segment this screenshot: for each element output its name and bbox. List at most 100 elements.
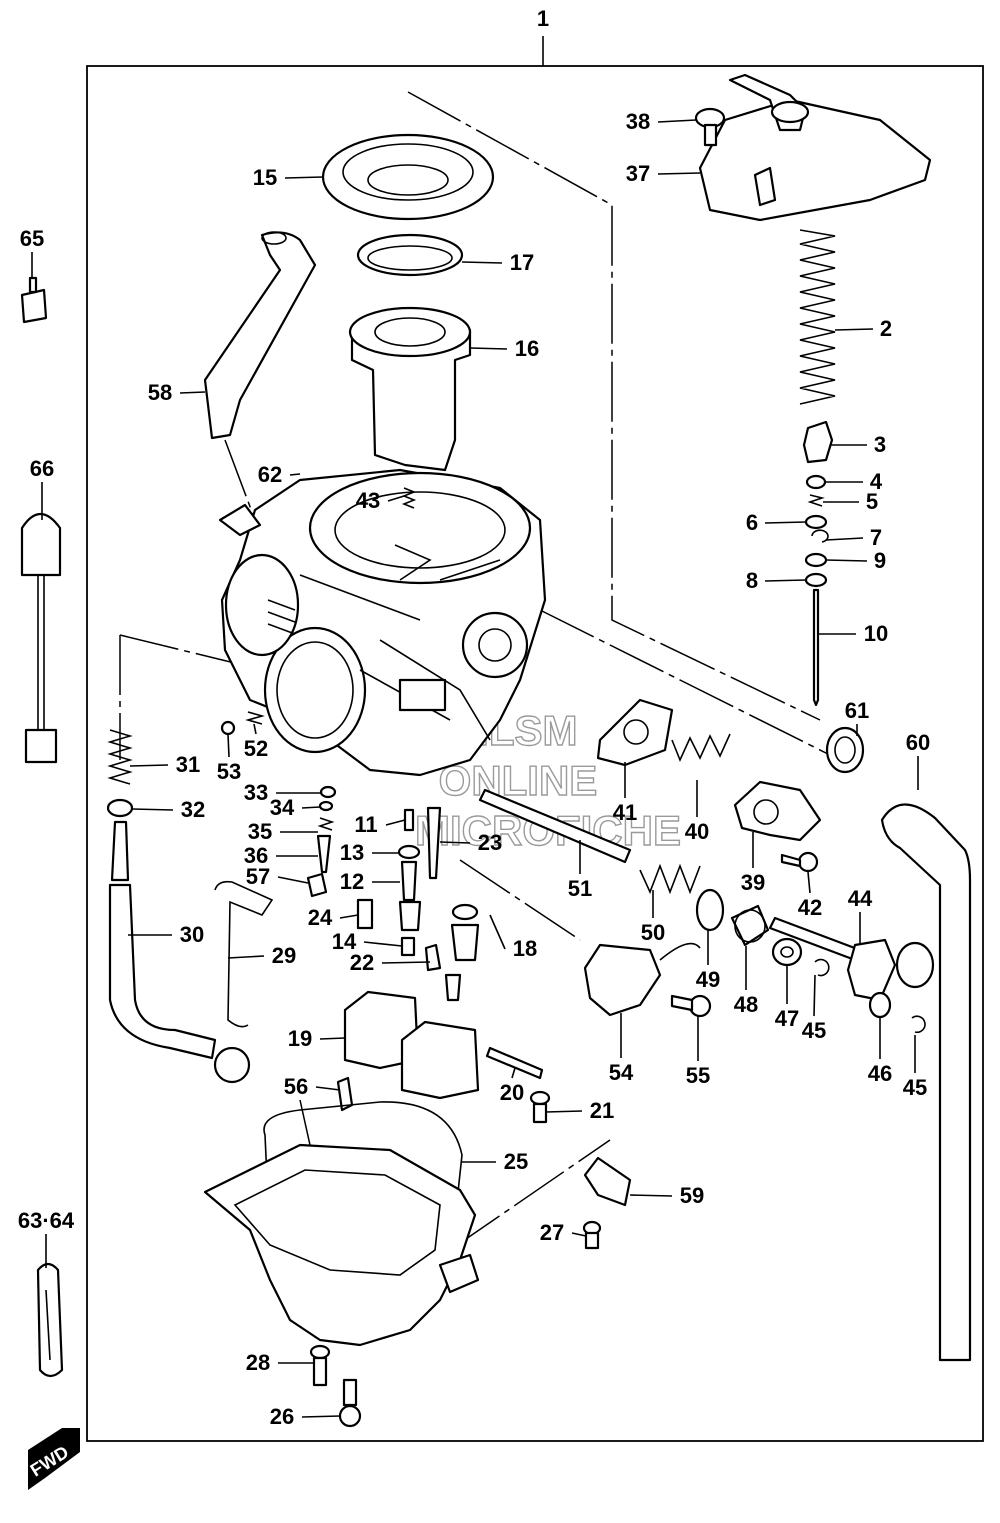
callout-59: 59 <box>680 1183 704 1208</box>
part-18-float-valve <box>444 903 480 1002</box>
callout-1: 1 <box>537 6 549 31</box>
part-60-hose <box>880 803 972 1362</box>
leader-32 <box>131 808 174 811</box>
leader-31 <box>129 764 169 767</box>
callout-29: 29 <box>272 943 296 968</box>
callout-22: 22 <box>350 950 374 975</box>
callout-19: 19 <box>288 1026 312 1051</box>
part-61-clamp <box>825 726 865 774</box>
part-2-spring <box>799 229 836 405</box>
part-66-wire-harness <box>20 512 62 764</box>
callout-20: 20 <box>500 1080 524 1105</box>
part-44-lever <box>768 916 935 1002</box>
callout-45b: 45 <box>903 1075 927 1100</box>
leader-9 <box>825 559 868 562</box>
callout-35: 35 <box>248 819 272 844</box>
leader-27 <box>571 1232 587 1237</box>
callout-55: 55 <box>686 1063 710 1088</box>
part-15-diaphragm-seal <box>321 133 495 221</box>
callout-31: 31 <box>176 752 200 777</box>
callout-24: 24 <box>308 905 333 930</box>
callout-17: 17 <box>510 250 534 275</box>
part-28-screw <box>309 1344 331 1387</box>
part-27-screw <box>582 1220 602 1250</box>
part-17-ring <box>356 233 464 277</box>
callout-18: 18 <box>513 936 537 961</box>
callout-34: 34 <box>270 795 295 820</box>
leader-lines <box>31 119 919 1418</box>
watermark: HLSM ONLINE MICROFICHE <box>414 706 681 854</box>
callout-43: 43 <box>356 488 380 513</box>
part-48-fitting <box>730 904 770 947</box>
leader-2 <box>834 328 874 331</box>
part-19-floats <box>343 990 480 1100</box>
callout-16: 16 <box>515 336 539 361</box>
callout-21: 21 <box>590 1098 614 1123</box>
part-38-screw <box>694 107 726 147</box>
callout-7: 7 <box>870 525 882 550</box>
leader-19 <box>319 1037 346 1040</box>
part-47-washer <box>771 937 803 967</box>
callout-39: 39 <box>741 870 765 895</box>
leader-57 <box>277 876 309 884</box>
callout-44: 44 <box>848 886 873 911</box>
callout-2: 2 <box>880 316 892 341</box>
leader-24 <box>339 914 359 919</box>
part-42-screw <box>780 851 819 873</box>
callout-3: 3 <box>874 432 886 457</box>
callout-57: 57 <box>246 864 270 889</box>
part-32-washer <box>106 798 134 818</box>
part-50-spring <box>639 863 701 895</box>
callout-52: 52 <box>244 736 268 761</box>
callout-23: 23 <box>478 830 502 855</box>
callout-12: 12 <box>340 869 364 894</box>
callout-6: 6 <box>746 510 758 535</box>
float-bowl <box>203 1143 480 1347</box>
callout-36: 36 <box>244 843 268 868</box>
callout-40: 40 <box>685 819 709 844</box>
callout-60: 60 <box>906 730 930 755</box>
callout-46: 46 <box>868 1061 892 1086</box>
leader-18 <box>489 914 506 950</box>
callout-47: 47 <box>775 1006 799 1031</box>
callout-54: 54 <box>609 1060 634 1085</box>
part-39-cover <box>733 780 822 842</box>
part-40-spring <box>671 733 731 763</box>
carburetor-body <box>218 468 547 777</box>
callout-50: 50 <box>641 920 665 945</box>
callout-53: 53 <box>217 759 241 784</box>
callout-30: 30 <box>180 922 204 947</box>
leader-59 <box>629 1194 673 1197</box>
leader-52 <box>253 723 257 735</box>
leader-21 <box>545 1110 583 1113</box>
part-51-shaft <box>478 788 632 864</box>
callout-13: 13 <box>340 840 364 865</box>
part-41-gasket <box>596 698 674 767</box>
callout-9: 9 <box>874 548 886 573</box>
callout-62: 62 <box>258 462 282 487</box>
callout-27: 27 <box>540 1220 564 1245</box>
leader-45a <box>813 974 816 1017</box>
callout-26: 26 <box>270 1404 294 1429</box>
leader-14 <box>363 941 403 947</box>
leader-16 <box>469 347 508 350</box>
callout-42: 42 <box>798 895 822 920</box>
part-21-screw <box>529 1090 551 1124</box>
callout-61: 61 <box>845 698 869 723</box>
callout-45a: 45 <box>802 1018 826 1043</box>
leader-22 <box>381 961 431 964</box>
part-58-vent-hose <box>203 231 317 440</box>
callout-56: 56 <box>284 1074 308 1099</box>
leader-42 <box>807 871 811 894</box>
leader-43 <box>387 495 405 502</box>
leader-6 <box>764 521 807 524</box>
needle-jet-parts <box>356 806 442 972</box>
part-63-64-strap <box>36 1262 64 1378</box>
leader-29 <box>227 955 265 959</box>
callout-51: 51 <box>568 876 592 901</box>
leader-26 <box>301 1415 341 1418</box>
part-37-top-cap <box>698 73 932 222</box>
callout-28: 28 <box>246 1350 270 1375</box>
leader-8 <box>764 579 807 582</box>
